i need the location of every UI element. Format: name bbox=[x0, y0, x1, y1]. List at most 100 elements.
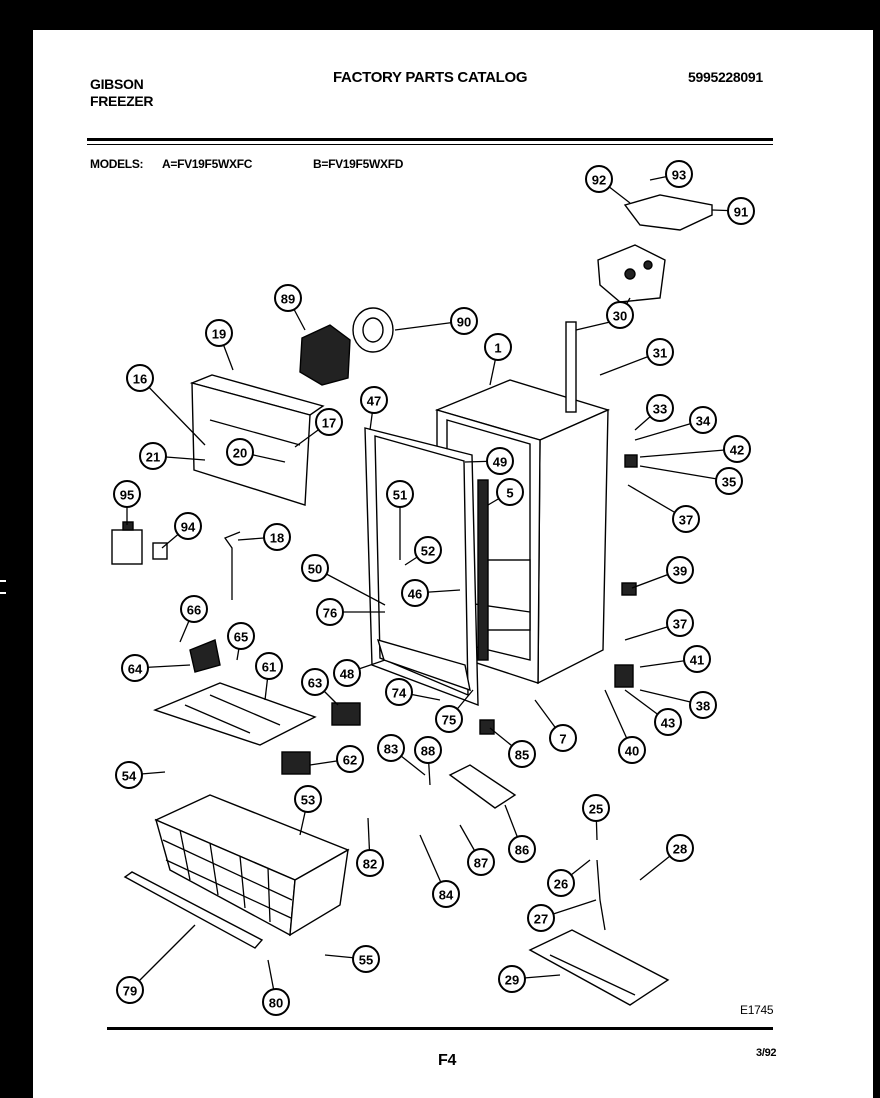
callout-number: 65 bbox=[234, 630, 248, 645]
part-callout-92: 92 bbox=[585, 165, 613, 193]
part-callout-76: 76 bbox=[316, 598, 344, 626]
callout-circle bbox=[672, 505, 700, 533]
callout-number: 41 bbox=[690, 653, 704, 668]
callout-circle bbox=[315, 408, 343, 436]
callout-circle bbox=[665, 160, 693, 188]
switch-drawing bbox=[111, 521, 168, 565]
part-callout-41: 41 bbox=[683, 645, 711, 673]
callout-circle bbox=[527, 904, 555, 932]
callout-circle bbox=[336, 745, 364, 773]
callout-number: 27 bbox=[534, 912, 548, 927]
callout-circle bbox=[401, 579, 429, 607]
callout-leader-line bbox=[639, 448, 738, 458]
callout-number: 82 bbox=[363, 857, 377, 872]
part-callout-95: 95 bbox=[113, 480, 141, 508]
part-callout-79: 79 bbox=[116, 976, 144, 1004]
callout-circle bbox=[316, 598, 344, 626]
callout-circle bbox=[683, 645, 711, 673]
shelf-drawing bbox=[153, 682, 317, 746]
part-callout-50: 50 bbox=[301, 554, 329, 582]
part-callout-93: 93 bbox=[665, 160, 693, 188]
callout-circle bbox=[301, 668, 329, 696]
callout-circle bbox=[262, 988, 290, 1016]
front-bar-drawing bbox=[123, 871, 264, 949]
callout-circle bbox=[606, 301, 634, 329]
part-callout-61: 61 bbox=[255, 652, 283, 680]
callout-number: 89 bbox=[281, 292, 295, 307]
thermostat-drawing bbox=[299, 307, 394, 386]
part-callout-82: 82 bbox=[356, 849, 384, 877]
callout-number: 28 bbox=[673, 842, 687, 857]
callout-number: 38 bbox=[696, 699, 710, 714]
basket-drawing bbox=[154, 794, 350, 937]
callout-number: 30 bbox=[613, 309, 627, 324]
callout-leader-line bbox=[129, 924, 196, 991]
callout-circle bbox=[723, 435, 751, 463]
header-rule bbox=[87, 138, 773, 141]
callout-circle bbox=[467, 848, 495, 876]
part-callout-25: 25 bbox=[582, 794, 610, 822]
circuit-board-drawing bbox=[448, 764, 517, 809]
callout-number: 84 bbox=[439, 888, 454, 903]
callout-circle bbox=[618, 736, 646, 764]
part-callout-34: 34 bbox=[689, 406, 717, 434]
part-callout-53: 53 bbox=[294, 785, 322, 813]
callout-number: 74 bbox=[392, 686, 407, 701]
callout-circle bbox=[126, 364, 154, 392]
callout-circle bbox=[646, 394, 674, 422]
part-callout-47: 47 bbox=[360, 386, 388, 414]
part-callout-18: 18 bbox=[263, 523, 291, 551]
callout-circle bbox=[121, 654, 149, 682]
control-assembly-drawing bbox=[597, 194, 713, 303]
part-callout-42: 42 bbox=[723, 435, 751, 463]
part-85-drawing bbox=[479, 719, 495, 735]
callout-number: 48 bbox=[340, 667, 354, 682]
callout-circle bbox=[274, 284, 302, 312]
part-callout-55: 55 bbox=[352, 945, 380, 973]
rear-tube-drawing bbox=[565, 321, 611, 413]
part-callout-49: 49 bbox=[486, 447, 514, 475]
callout-circle bbox=[294, 785, 322, 813]
catalog-title: FACTORY PARTS CATALOG bbox=[333, 69, 528, 86]
callout-circle bbox=[689, 406, 717, 434]
part-callout-26: 26 bbox=[547, 869, 575, 897]
part-callout-5: 5 bbox=[496, 478, 524, 506]
callout-circle bbox=[174, 512, 202, 540]
model-b: B=FV19F5WXFD bbox=[313, 157, 404, 171]
part-callout-64: 64 bbox=[121, 654, 149, 682]
part-callout-33: 33 bbox=[646, 394, 674, 422]
callout-number: 80 bbox=[269, 996, 283, 1011]
callout-circle bbox=[496, 478, 524, 506]
part-callout-46: 46 bbox=[401, 579, 429, 607]
callout-number: 1 bbox=[494, 341, 501, 356]
callout-circle bbox=[414, 536, 442, 564]
part-callout-52: 52 bbox=[414, 536, 442, 564]
callout-number: 49 bbox=[493, 455, 507, 470]
callout-circle bbox=[386, 480, 414, 508]
callout-circle bbox=[585, 165, 613, 193]
header-rule-thin bbox=[87, 144, 773, 145]
callout-number: 40 bbox=[625, 744, 639, 759]
page-number: F4 bbox=[438, 1052, 457, 1069]
callout-number: 92 bbox=[592, 173, 606, 188]
callout-circle bbox=[727, 197, 755, 225]
part-callout-37: 37 bbox=[666, 609, 694, 637]
callout-circle bbox=[352, 945, 380, 973]
part-callout-7: 7 bbox=[549, 724, 577, 752]
callout-number: 61 bbox=[262, 660, 276, 675]
callout-circle bbox=[666, 609, 694, 637]
callout-circle bbox=[582, 794, 610, 822]
callout-circle bbox=[508, 835, 536, 863]
part-callout-38: 38 bbox=[689, 691, 717, 719]
callout-number: 79 bbox=[123, 984, 137, 999]
tube-drawing bbox=[223, 531, 241, 600]
callout-number: 5 bbox=[506, 486, 513, 501]
callout-circle bbox=[139, 442, 167, 470]
part-callout-27: 27 bbox=[527, 904, 555, 932]
cover-bracket-drawing bbox=[189, 374, 325, 506]
callout-number: 31 bbox=[653, 346, 667, 361]
callout-number: 16 bbox=[133, 372, 147, 387]
callout-number: 34 bbox=[696, 414, 711, 429]
callout-circle bbox=[414, 736, 442, 764]
part-callout-62: 62 bbox=[336, 745, 364, 773]
